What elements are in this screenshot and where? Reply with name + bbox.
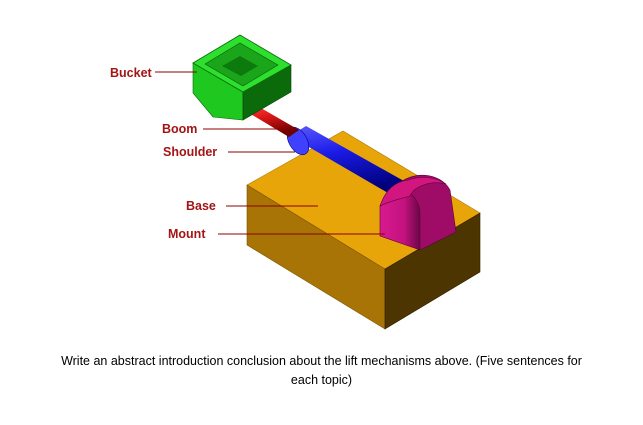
bucket-inner-floor xyxy=(222,56,258,76)
lift-mechanism-diagram: Bucket Boom Shoulder Base Mount xyxy=(110,34,481,330)
question-caption: Write an abstract introduction conclusio… xyxy=(20,352,623,390)
bucket-label: Bucket xyxy=(110,66,153,80)
boom-label: Boom xyxy=(162,122,197,136)
mount-block xyxy=(379,174,457,251)
caption-line-1: Write an abstract introduction conclusio… xyxy=(61,354,582,368)
shoulder-label: Shoulder xyxy=(163,145,217,159)
bucket xyxy=(192,34,292,121)
mount-label: Mount xyxy=(168,227,206,241)
base-label: Base xyxy=(186,199,216,213)
caption-line-2: each topic) xyxy=(290,373,353,387)
